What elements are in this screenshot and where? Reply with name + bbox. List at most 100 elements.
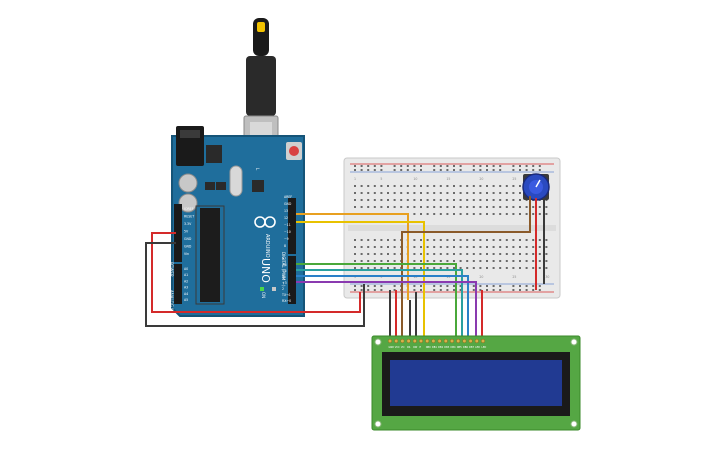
breadboard-hole[interactable]: [439, 169, 442, 171]
breadboard-hole[interactable]: [393, 285, 396, 287]
breadboard-hole[interactable]: [499, 165, 502, 167]
breadboard-hole[interactable]: [439, 260, 442, 262]
breadboard-hole[interactable]: [532, 246, 535, 248]
breadboard-hole[interactable]: [367, 285, 370, 287]
breadboard-hole[interactable]: [525, 246, 528, 248]
breadboard-hole[interactable]: [472, 246, 475, 248]
breadboard-hole[interactable]: [446, 199, 449, 201]
breadboard-hole[interactable]: [479, 192, 482, 194]
breadboard-hole[interactable]: [373, 192, 376, 194]
breadboard-hole[interactable]: [538, 289, 541, 291]
breadboard-hole[interactable]: [472, 199, 475, 201]
breadboard-hole[interactable]: [426, 213, 429, 215]
breadboard-hole[interactable]: [393, 169, 396, 171]
breadboard-hole[interactable]: [420, 246, 422, 248]
breadboard-hole[interactable]: [512, 169, 515, 171]
breadboard-hole[interactable]: [525, 169, 528, 171]
breadboard-hole[interactable]: [472, 253, 475, 255]
breadboard-hole[interactable]: [393, 206, 396, 208]
breadboard-hole[interactable]: [453, 199, 455, 201]
breadboard-hole[interactable]: [479, 246, 482, 248]
breadboard-hole[interactable]: [420, 260, 422, 262]
breadboard-hole[interactable]: [519, 267, 521, 269]
breadboard-hole[interactable]: [354, 199, 356, 201]
breadboard-hole[interactable]: [512, 165, 515, 167]
breadboard-hole[interactable]: [459, 213, 462, 215]
breadboard-hole[interactable]: [545, 239, 548, 241]
breadboard-hole[interactable]: [538, 267, 541, 269]
breadboard-hole[interactable]: [420, 199, 422, 201]
breadboard-hole[interactable]: [367, 246, 370, 248]
breadboard-hole[interactable]: [380, 169, 383, 171]
breadboard-hole[interactable]: [479, 165, 482, 167]
breadboard-hole[interactable]: [499, 246, 502, 248]
breadboard-hole[interactable]: [472, 206, 475, 208]
breadboard-hole[interactable]: [426, 239, 429, 241]
lcd-pin[interactable]: [437, 338, 442, 344]
breadboard-hole[interactable]: [486, 239, 488, 241]
breadboard-hole[interactable]: [354, 260, 356, 262]
breadboard-hole[interactable]: [479, 206, 482, 208]
breadboard-hole[interactable]: [532, 206, 535, 208]
breadboard-hole[interactable]: [360, 169, 363, 171]
breadboard-hole[interactable]: [380, 185, 383, 187]
breadboard-hole[interactable]: [519, 206, 521, 208]
breadboard-hole[interactable]: [479, 213, 482, 215]
breadboard-hole[interactable]: [453, 267, 455, 269]
breadboard-hole[interactable]: [433, 239, 436, 241]
breadboard-hole[interactable]: [406, 192, 409, 194]
lcd-pin[interactable]: [456, 338, 461, 344]
lcd-pin[interactable]: [387, 338, 393, 344]
breadboard-hole[interactable]: [406, 169, 409, 171]
breadboard-hole[interactable]: [387, 246, 389, 248]
breadboard-hole[interactable]: [354, 206, 356, 208]
breadboard-hole[interactable]: [459, 199, 462, 201]
breadboard-hole[interactable]: [472, 165, 475, 167]
breadboard-hole[interactable]: [525, 206, 528, 208]
breadboard-hole[interactable]: [459, 165, 462, 167]
breadboard-hole[interactable]: [354, 185, 356, 187]
breadboard-hole[interactable]: [439, 253, 442, 255]
breadboard-hole[interactable]: [532, 239, 535, 241]
breadboard-hole[interactable]: [387, 206, 389, 208]
potentiometer[interactable]: [522, 173, 550, 201]
breadboard-hole[interactable]: [459, 246, 462, 248]
breadboard-hole[interactable]: [354, 192, 356, 194]
breadboard-hole[interactable]: [373, 285, 376, 287]
breadboard-hole[interactable]: [492, 285, 495, 287]
breadboard-hole[interactable]: [380, 239, 383, 241]
breadboard-hole[interactable]: [400, 206, 403, 208]
breadboard-hole[interactable]: [393, 239, 396, 241]
breadboard-hole[interactable]: [545, 206, 548, 208]
breadboard-hole[interactable]: [373, 260, 376, 262]
breadboard-hole[interactable]: [439, 289, 442, 291]
breadboard-hole[interactable]: [380, 267, 383, 269]
breadboard-hole[interactable]: [367, 185, 370, 187]
breadboard-hole[interactable]: [486, 185, 488, 187]
breadboard-hole[interactable]: [453, 165, 455, 167]
breadboard-hole[interactable]: [519, 239, 521, 241]
breadboard-hole[interactable]: [446, 267, 449, 269]
breadboard-hole[interactable]: [393, 267, 396, 269]
breadboard-hole[interactable]: [486, 260, 488, 262]
breadboard-hole[interactable]: [525, 213, 528, 215]
breadboard-hole[interactable]: [459, 260, 462, 262]
lcd-pin[interactable]: [400, 338, 405, 344]
breadboard-hole[interactable]: [479, 239, 482, 241]
breadboard-hole[interactable]: [367, 169, 370, 171]
breadboard-hole[interactable]: [453, 169, 455, 171]
breadboard-hole[interactable]: [373, 239, 376, 241]
breadboard-hole[interactable]: [380, 260, 383, 262]
breadboard-hole[interactable]: [360, 260, 363, 262]
breadboard-hole[interactable]: [426, 185, 429, 187]
breadboard-hole[interactable]: [406, 199, 409, 201]
breadboard-hole[interactable]: [387, 239, 389, 241]
breadboard-hole[interactable]: [413, 239, 416, 241]
breadboard-hole[interactable]: [525, 285, 528, 287]
breadboard-hole[interactable]: [492, 213, 495, 215]
breadboard-hole[interactable]: [538, 239, 541, 241]
breadboard-hole[interactable]: [387, 185, 389, 187]
breadboard-hole[interactable]: [538, 260, 541, 262]
breadboard-hole[interactable]: [420, 206, 422, 208]
